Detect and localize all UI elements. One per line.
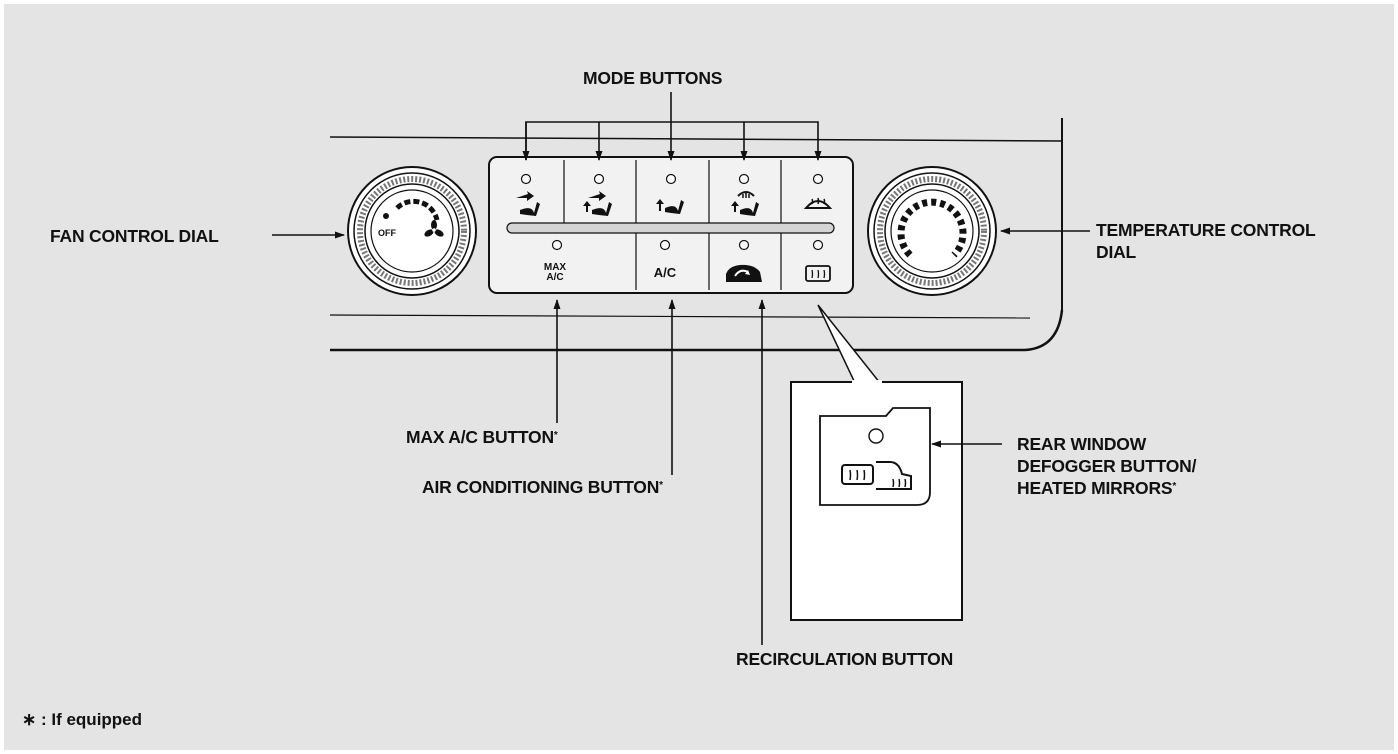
rear-defogger-icon [805,265,831,282]
max-ac-label-line2: A/C [546,272,563,283]
rear-defogger-button[interactable] [805,239,831,282]
windshield-defrost-icon [803,197,833,209]
face-vent-icon [516,191,540,216]
face-floor-vent-icon [583,191,612,216]
climate-button-panel [488,156,854,294]
recirculation-car-icon [726,264,762,282]
temperature-control-dial[interactable] [867,166,997,296]
indicator-light [812,173,824,185]
mode-button-floor-defrost[interactable] [731,173,759,217]
indicator-light [812,239,824,251]
footnote-text: : If equipped [36,710,143,729]
dashboard-trim [329,118,1064,352]
rear-defogger-label-line1: REAR WINDOW [1017,434,1147,454]
diagram-background [4,4,1394,750]
footnote-symbol: ∗ [22,710,37,729]
indicator-light [551,239,563,251]
temperature-label-line2: DIAL [1096,242,1137,262]
temperature-label-line1: TEMPERATURE CONTROL [1096,220,1316,240]
temperature-scale [897,198,967,258]
indicator-light [738,173,750,185]
defogger-mirror-icon [841,461,912,490]
if-equipped-marker: * [553,430,558,441]
recirculation-button[interactable] [726,239,762,283]
max-ac-button-label: MAX A/C BUTTON* [406,426,558,448]
indicator-light [868,428,884,444]
if-equipped-footnote: ∗ : If equipped [22,710,142,730]
floor-defrost-vent-icon [731,191,759,216]
rear-defogger-label-line2: DEFOGGER BUTTON/ [1017,456,1197,476]
ac-button[interactable]: A/C [654,239,677,281]
mode-button-floor[interactable] [656,173,684,215]
mode-button-face[interactable] [516,173,540,217]
mode-button-defrost[interactable] [803,173,833,209]
floor-vent-icon [656,199,684,214]
rear-defogger-label-line3-wrap: HEATED MIRRORS* [1017,477,1196,499]
if-equipped-marker: * [1172,481,1177,492]
max-ac-button-label-text: MAX A/C BUTTON [406,427,554,447]
air-conditioning-button-label: AIR CONDITIONING BUTTON* [422,476,663,498]
fan-control-dial-label: FAN CONTROL DIAL [50,226,219,246]
indicator-light [738,239,750,251]
temperature-control-dial-label: TEMPERATURE CONTROL DIAL [1096,219,1316,263]
mode-buttons-label: MODE BUTTONS [583,68,723,88]
recirculation-button-label: RECIRCULATION BUTTON [736,649,954,669]
max-ac-label-line1: MAX [544,262,567,273]
indicator-light [659,239,671,251]
mode-buttons-callout [522,92,822,161]
inset-heated-mirrors-panel [790,304,1002,621]
rear-defogger-heated-mirrors-label: REAR WINDOW DEFOGGER BUTTON/ HEATED MIRR… [1017,433,1196,499]
fan-control-dial[interactable]: OFF [347,166,477,296]
mode-button-face-floor[interactable] [583,173,612,217]
indicator-light [665,173,677,185]
fan-icon [424,220,444,237]
panel-divider-strip [506,222,835,234]
max-ac-button[interactable]: MAX A/C [544,239,567,284]
fan-dial-indicator-dot [383,213,389,219]
if-equipped-marker: * [659,480,663,491]
fan-dial-off-label: OFF [378,228,396,238]
ac-button-label: A/C [654,265,677,280]
indicator-light [593,173,605,185]
fan-speed-scale [395,198,440,221]
rear-defogger-label-line3: HEATED MIRRORS [1017,478,1173,498]
air-conditioning-button-label-text: AIR CONDITIONING BUTTON [422,477,660,497]
indicator-light [520,173,532,185]
